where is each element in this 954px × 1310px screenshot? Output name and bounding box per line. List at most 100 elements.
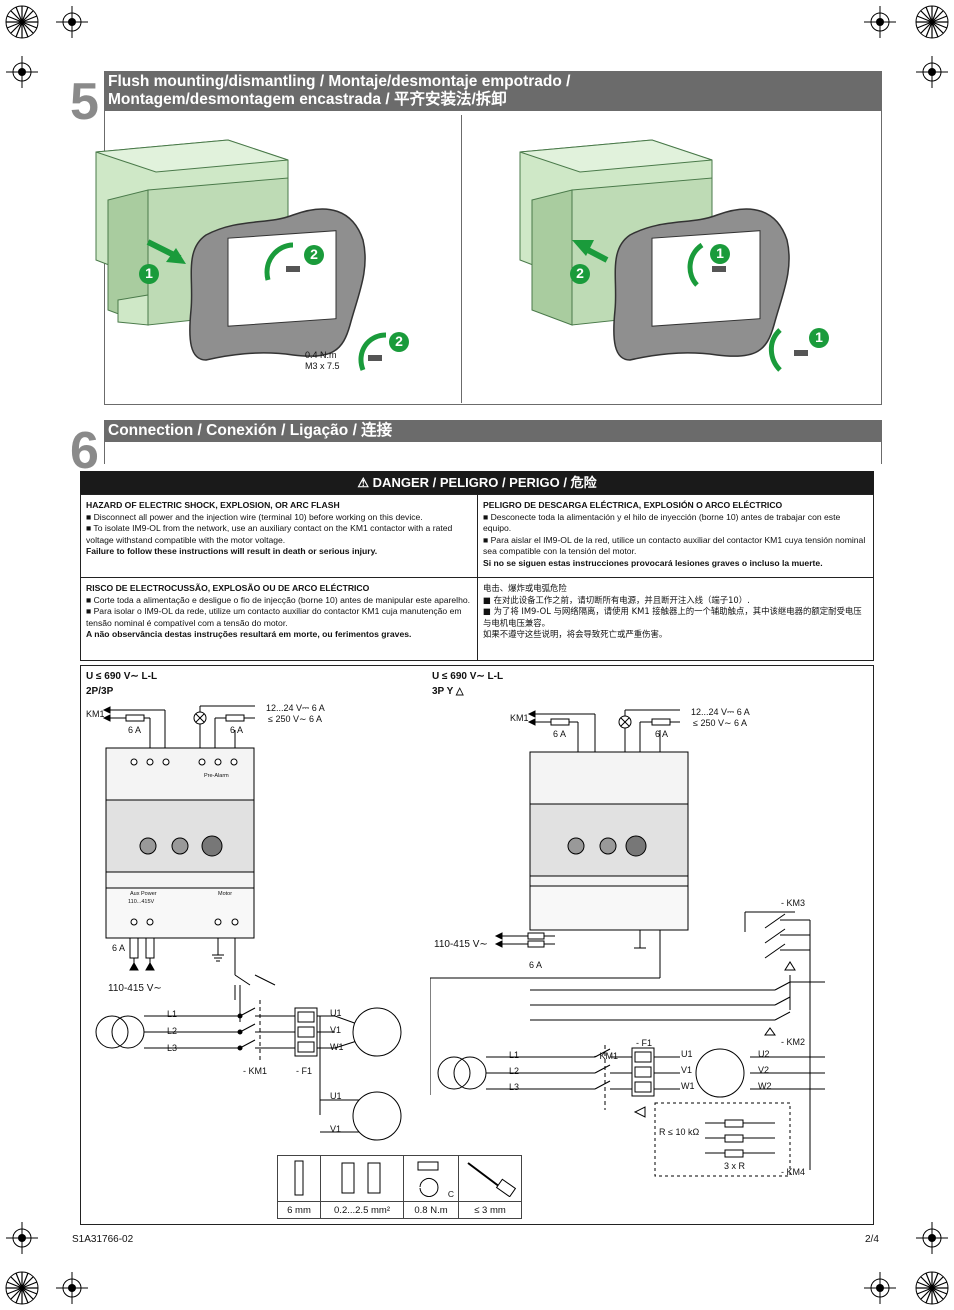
document-reference: S1A31766-02 — [72, 1234, 134, 1245]
left-fuse2-label: 6 A — [230, 725, 244, 735]
left-voltage-label: U ≤ 690 V∼ L-L — [86, 671, 158, 682]
resistor-label: R ≤ 10 kΩ — [659, 1127, 700, 1137]
danger-zh-warning: 如果不遵守这些说明，将会导致死亡或严重伤害。 — [483, 629, 668, 640]
crosshair-mark-icon — [6, 56, 38, 88]
right-km1-label: KM1 — [510, 713, 529, 723]
danger-en-title: HAZARD OF ELECTRIC SHOCK, EXPLOSION, OR … — [86, 500, 340, 510]
crosshair-mark-icon — [916, 56, 948, 88]
left-motor3-v1: V1 — [330, 1025, 342, 1035]
left-line-l1: L1 — [167, 1009, 178, 1019]
danger-en-warning: Failure to follow these instructions wil… — [86, 546, 378, 557]
right-supply-label: 110-415 V∼ — [434, 939, 488, 950]
registration-mark-icon — [5, 5, 39, 39]
registration-mark-icon — [915, 1271, 949, 1305]
wire-section: 0.2...2.5 mm² — [320, 1201, 404, 1219]
wire-strip-icon — [294, 1160, 304, 1196]
callout-2: 2 — [576, 265, 584, 281]
left-aux-fuse-label: 6 A — [112, 943, 126, 953]
danger-pt-line2: ■ Para isolar o IM9-OL da rede, utilize … — [86, 606, 462, 628]
km3-label: - KM3 — [781, 898, 806, 908]
danger-header-label: DANGER / PELIGRO / PERIGO / 危险 — [372, 475, 597, 490]
strip-length: 6 mm — [277, 1201, 321, 1219]
right-f1-label: - F1 — [636, 1038, 653, 1048]
danger-es-line1: ■ Desconecte toda la alimentación y el h… — [483, 511, 841, 534]
danger-pt-title: RISCO DE ELECTROCUSSÃO, EXPLOSÃO OU DE A… — [86, 583, 370, 593]
section6-title: Connection / Conexión / Ligação / 连接 — [104, 420, 882, 442]
right-fuse1-label: 6 A — [553, 729, 567, 739]
right-wiring-diagram — [430, 709, 825, 1177]
section5-divider — [461, 115, 462, 403]
screwdriver-icon — [467, 1162, 517, 1198]
danger-zh-line1: ■ 在对此设备工作之前，请切断所有电源，并且断开注入线（端子10）. — [483, 594, 750, 605]
right-relay-rating1: 12...24 V⎓ 6 A — [691, 707, 750, 717]
callout-circle-icon — [389, 332, 409, 352]
screw-icon — [286, 266, 382, 361]
callout-circle-icon — [710, 244, 730, 264]
screw-size-label: M3 x 7.5 — [305, 361, 340, 371]
danger-zh: 电击、爆炸或电弧危险 ■ 在对此设备工作之前，请切断所有电源，并且断开注入线（端… — [478, 579, 874, 645]
screw-cell: C — [403, 1155, 459, 1202]
danger-es-line2: ■ Para aislar el IM9-OL de la red, utili… — [483, 534, 866, 557]
danger-pt: RISCO DE ELECTROCUSSÃO, EXPLOSÃO OU DE A… — [81, 579, 477, 645]
danger-es: PELIGRO DE DESCARGA ELÉCTRICA, EXPLOSIÓN… — [478, 496, 874, 574]
right-motor-v1: V1 — [681, 1065, 693, 1075]
callout-1: 1 — [716, 245, 724, 261]
right-motor-v2: V2 — [758, 1065, 770, 1075]
right-fuse2-label: 6 A — [655, 729, 669, 739]
danger-header: ⚠ DANGER / PELIGRO / PERIGO / 危险 — [80, 471, 874, 494]
flush-mount-illustration — [95, 139, 387, 371]
left-km1-bottom: - KM1 — [243, 1066, 268, 1076]
right-config-label: 3P Y △ — [432, 686, 464, 697]
callout-circle-icon — [570, 264, 590, 284]
left-fuse1-label: 6 A — [128, 725, 142, 735]
callout-circle-icon — [139, 264, 159, 284]
danger-hdivider — [80, 577, 874, 578]
ferrule-cell — [277, 1155, 321, 1202]
section6-panel — [104, 442, 882, 464]
crosshair-mark-icon — [56, 6, 88, 38]
left-f1-label: - F1 — [296, 1066, 313, 1076]
left-relay-rating2: ≤ 250 V∼ 6 A — [268, 714, 323, 724]
rotate-arrow-icon — [264, 242, 294, 281]
danger-pt-warning: A não observância destas instruções resu… — [86, 629, 412, 640]
crosshair-mark-icon — [864, 6, 896, 38]
right-voltage-label: U ≤ 690 V∼ L-L — [432, 671, 504, 682]
right-line-l1: L1 — [509, 1050, 520, 1060]
screwdriver-size: ≤ 3 mm — [458, 1201, 522, 1219]
danger-zh-title: 电击、爆炸或电弧危险 — [483, 583, 567, 593]
left-line-l2: L2 — [167, 1026, 178, 1036]
crosshair-mark-icon — [6, 1222, 38, 1254]
crosshair-mark-icon — [864, 1272, 896, 1304]
rotate-arrow-icon — [358, 332, 387, 371]
callout-circle-icon — [304, 245, 324, 265]
torque-label: 0.4 N.m — [305, 350, 337, 360]
prealarm-label: Pre-Alarm — [204, 773, 229, 779]
registration-mark-icon — [915, 5, 949, 39]
right-km1-bottom: - KM1 — [594, 1051, 619, 1061]
section5-title: Flush mounting/dismantling / Montaje/des… — [104, 71, 882, 111]
callout-2: 2 — [310, 246, 318, 262]
left-motor1-u1: U1 — [330, 1091, 342, 1101]
left-config-label: 2P/3P — [86, 686, 114, 697]
danger-es-warning: Si no se siguen estas instrucciones prov… — [483, 557, 823, 568]
wire-spec-table: C 6 mm 0.2...2.5 mm² 0.8 N.m ≤ 3 mm — [277, 1155, 522, 1219]
right-aux-fuse-label: 6 A — [529, 960, 543, 970]
step-number-6: 6 — [70, 422, 99, 480]
right-line-l3: L3 — [509, 1082, 520, 1092]
ferrule-icon-cell — [320, 1155, 404, 1202]
wiring-area — [80, 665, 874, 1225]
motor-terminal-label: Motor — [218, 891, 233, 897]
resistors-count: 3 x R — [724, 1161, 746, 1171]
danger-en-line1: ■ Disconnect all power and the injection… — [86, 511, 423, 522]
right-relay-rating2: ≤ 250 V∼ 6 A — [693, 718, 748, 728]
right-line-l2: L2 — [509, 1066, 520, 1076]
right-motor-w2: W2 — [758, 1081, 772, 1091]
right-motor-w1: W1 — [681, 1081, 695, 1091]
km4-label: - KM4 — [781, 1167, 806, 1177]
screw-letter: C — [447, 1189, 455, 1199]
left-supply-label: 110-415 V∼ — [108, 983, 162, 994]
warning-triangle-icon: ⚠ — [357, 475, 370, 490]
screw-torque-icon — [417, 1161, 439, 1197]
danger-pt-line1: ■ Corte toda a alimentação e desligue o … — [86, 594, 471, 605]
registration-mark-icon — [5, 1271, 39, 1305]
